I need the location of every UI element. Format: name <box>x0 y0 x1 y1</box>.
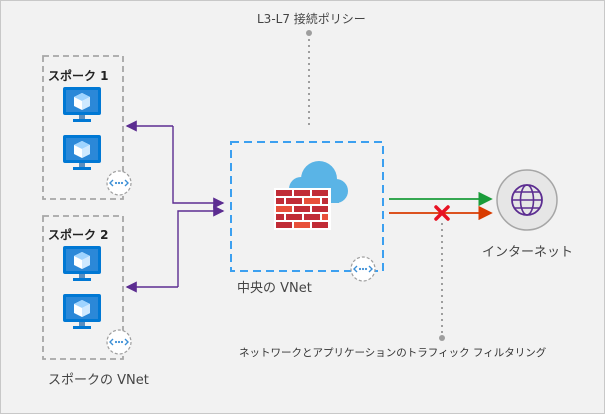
spoke2-vm2-icon <box>63 294 101 329</box>
filter-connector-dot <box>439 335 445 341</box>
hub-peering-icon <box>350 256 376 282</box>
internet-label: インターネット <box>482 245 574 260</box>
spoke2-vm1-icon <box>63 246 101 281</box>
spoke1-peering-icon <box>106 170 132 196</box>
globe-icon <box>496 169 558 231</box>
spoke1-vm1-icon <box>63 87 101 122</box>
blocked-x-icon <box>434 205 450 221</box>
hub-box <box>230 141 384 272</box>
spoke2-to-hub-arrow <box>177 205 225 287</box>
filtering-label: ネットワークとアプリケーションのトラフィック フィルタリング <box>239 347 547 359</box>
spoke1-to-hub-arrow <box>172 126 225 209</box>
policy-label: L3-L7 接続ポリシー <box>257 12 366 26</box>
firewall-icon <box>274 188 331 230</box>
spoke1-vm2-icon <box>63 135 101 170</box>
spoke2-title: スポーク 2 <box>48 228 109 242</box>
spoke2-box <box>42 215 124 360</box>
hub-label: 中央の VNet <box>237 281 312 296</box>
spoke1-title: スポーク 1 <box>48 69 109 83</box>
spoke2-peering-icon <box>106 329 132 355</box>
spokes-vnet-label: スポークの VNet <box>48 373 149 388</box>
policy-connector-dot <box>306 30 312 36</box>
spoke1-box <box>42 55 124 200</box>
